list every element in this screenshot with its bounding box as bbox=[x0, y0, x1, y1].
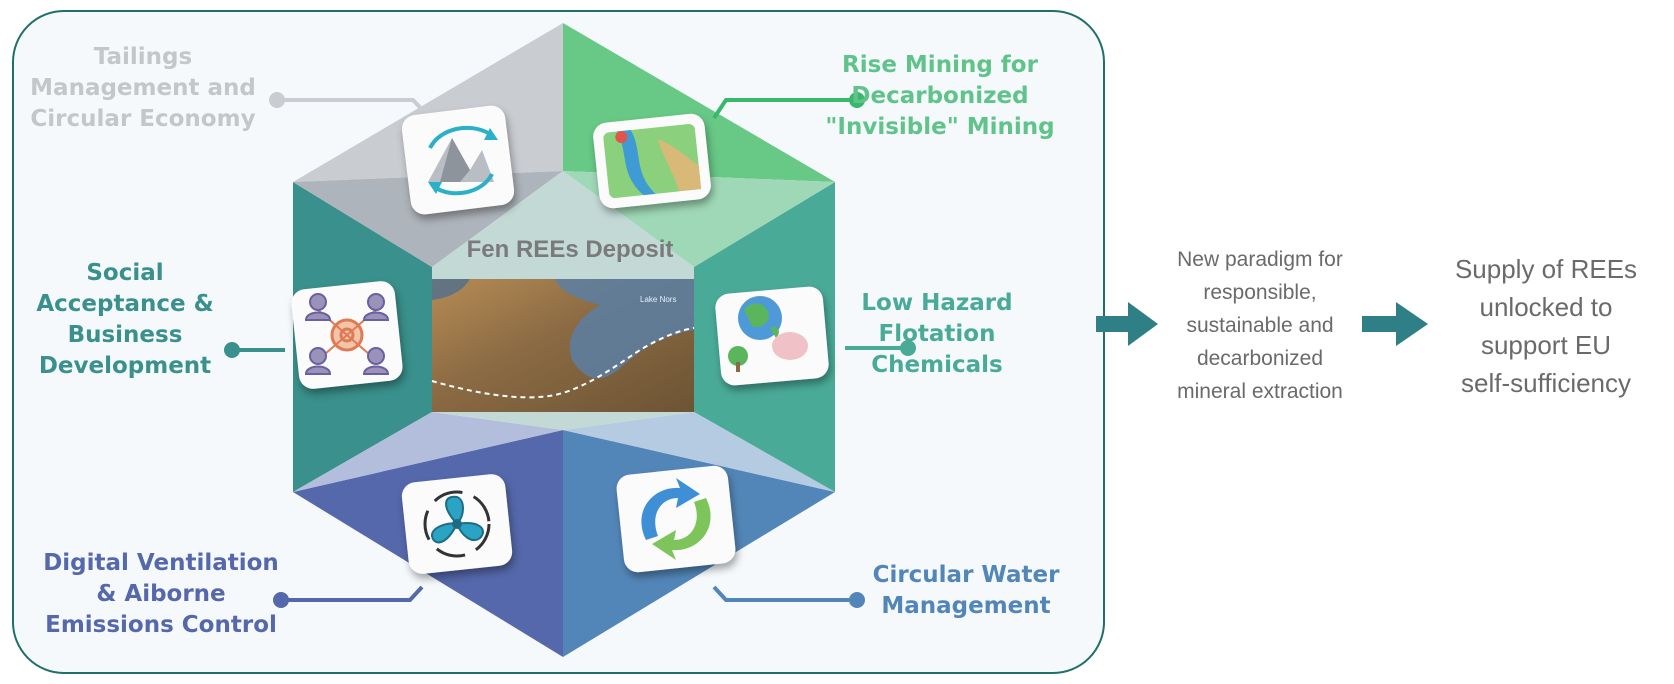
label-social: Social Acceptance & Business Development bbox=[36, 260, 214, 379]
terrain-map-icon bbox=[603, 123, 702, 199]
fan-icon bbox=[423, 490, 491, 558]
connector-ventilation bbox=[283, 585, 424, 602]
inner-facet-bottom-left bbox=[293, 412, 563, 492]
connector-dot-rise bbox=[849, 92, 865, 108]
connector-dot-tailings bbox=[269, 92, 285, 108]
label-tailings: Tailings Management and Circular Economy bbox=[30, 44, 256, 132]
mountain-cycle-icon bbox=[428, 125, 498, 196]
deposit-title: Fen REEs Deposit bbox=[466, 236, 674, 263]
water-cycle-icon bbox=[641, 478, 711, 560]
label-rise: Rise Mining for Decarbonized "Invisible"… bbox=[825, 52, 1055, 140]
map-trail bbox=[431, 327, 695, 399]
connector-rise bbox=[712, 98, 855, 120]
label-water: Circular Water Management bbox=[872, 562, 1060, 619]
outcome-paradigm: New paradigm for responsible, sustainabl… bbox=[1177, 248, 1343, 403]
tile-water bbox=[616, 465, 736, 573]
map-lake bbox=[432, 279, 470, 300]
label-flotation: Low Hazard Flotation Chemicals bbox=[861, 290, 1013, 378]
globe-plant-icon bbox=[728, 296, 808, 372]
map-label: Lake Nors bbox=[640, 295, 676, 304]
outcome-supply: Supply of REEs unlocked to support EU se… bbox=[1454, 254, 1638, 398]
people-network-icon bbox=[304, 293, 390, 375]
inner-facet-bottom-right bbox=[563, 412, 835, 492]
connector-dot-flotation bbox=[900, 340, 916, 356]
arrow-right-icon bbox=[1096, 302, 1158, 346]
label-ventilation: Digital Ventilation & Aiborne Emissions … bbox=[43, 550, 279, 638]
map-water bbox=[555, 279, 694, 379]
connector-tailings bbox=[280, 98, 432, 120]
connector-dot-social bbox=[224, 342, 240, 358]
connector-dot-ventilation bbox=[273, 592, 289, 608]
connector-dot-water bbox=[849, 592, 865, 608]
arrow-right-icon bbox=[1362, 302, 1428, 346]
connector-water bbox=[712, 585, 855, 602]
